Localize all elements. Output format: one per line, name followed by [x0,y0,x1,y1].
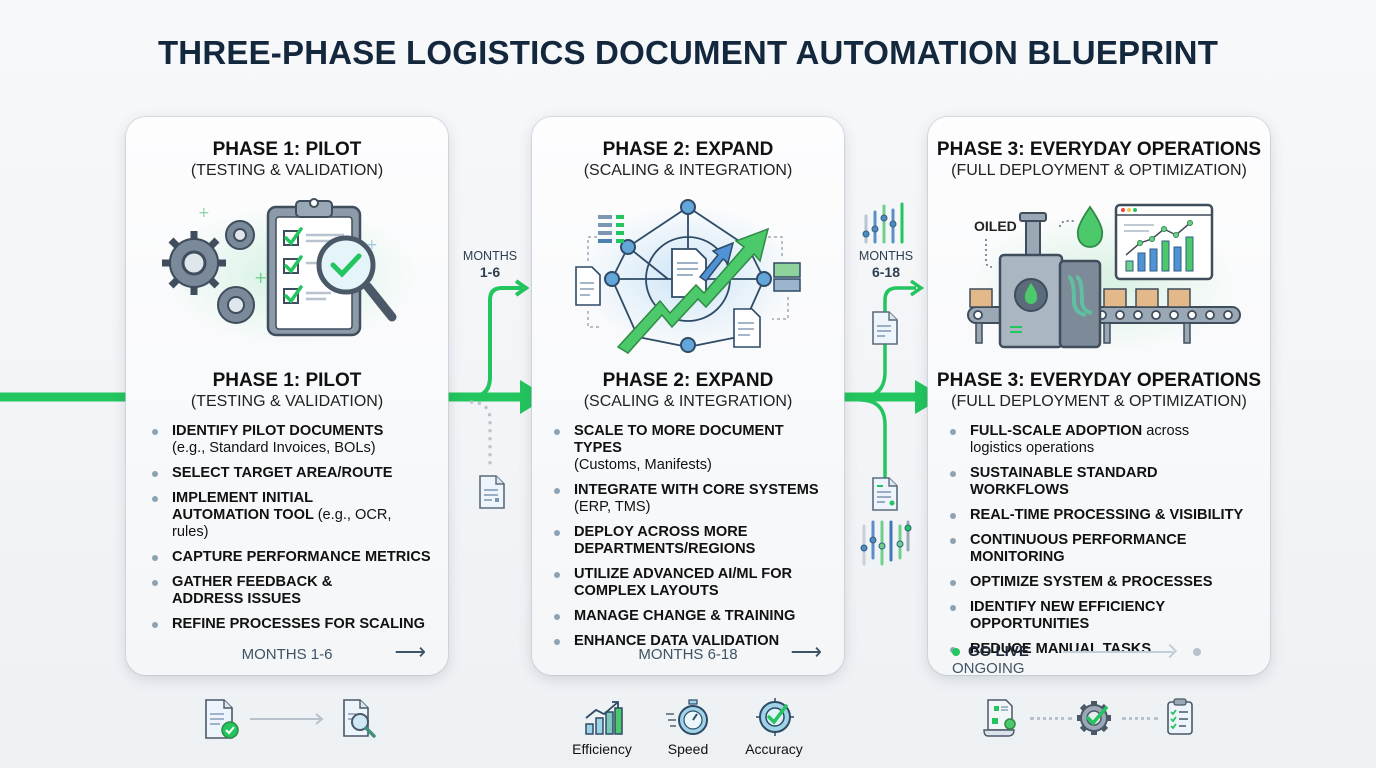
metric-speed-label: Speed [667,741,709,757]
bullet-item: SCALE TO MORE DOCUMENT TYPES(Customs, Ma… [552,423,834,474]
bullet-item: REFINE PROCESSES FOR SCALING [150,616,438,633]
arrow-right-icon: ⟶ [394,639,426,664]
svg-text:OILED: OILED [974,218,1017,234]
document-settings-icon [983,699,1016,737]
phase-1-title-repeat: PHASE 1: PILOT [212,370,362,391]
bullet-item: REAL-TIME PROCESSING & VISIBILITY [948,507,1260,524]
svg-text:+: + [366,237,378,253]
svg-text:+: + [254,268,267,287]
phase-3-subtitle-repeat: (FULL DEPLOYMENT & OPTIMIZATION) [951,393,1247,410]
bullet-item: UTILIZE ADVANCED AI/ML FOR COMPLEX LAYOU… [552,566,804,600]
document-icon [872,477,898,511]
metric-efficiency-label: Efficiency [572,741,632,757]
phase-3-card: PHASE 3: EVERYDAY OPERATIONS (FULL DEPLO… [928,117,1270,677]
phase-3-title: PHASE 3: EVERYDAY OPERATIONS [936,139,1262,160]
phase-3-title-repeat: PHASE 3: EVERYDAY OPERATIONS [936,370,1262,391]
bullet-item: IMPLEMENT INITIAL AUTOMATION TOOL (e.g.,… [150,490,402,541]
dotted-connector [1122,717,1158,720]
bullet-item: DEPLOY ACROSS MORE DEPARTMENTS/REGIONS [552,524,774,558]
arrow-right-icon [250,713,324,725]
bullet-item: IDENTIFY NEW EFFICIENCY OPPORTUNITIES [948,599,1190,633]
metric-accuracy-label: Accuracy [745,741,803,757]
phase-2-title: PHASE 2: EXPAND [602,139,774,160]
phase-1-duration: MONTHS 1-6 [241,646,333,663]
accuracy-target-icon [756,698,794,736]
phase-2-duration: MONTHS 6-18 [638,646,738,663]
phase-2-title-repeat: PHASE 2: EXPAND [602,370,774,391]
phase-3-bullets: FULL-SCALE ADOPTION across logistics ope… [948,423,1260,666]
bullet-item: FULL-SCALE ADOPTION across logistics ope… [948,423,1210,457]
phase-3-timeline: GO LIVE ONGOING [952,643,1250,677]
speed-stopwatch-icon [666,699,708,735]
bullet-item: IDENTIFY PILOT DOCUMENTS(e.g., Standard … [150,423,438,457]
bullet-item: SUSTAINABLE STANDARD WORKFLOWS [948,465,1260,499]
bullet-item: CONTINUOUS PERFORMANCE MONITORING [948,532,1200,566]
bullet-item: INTEGRATE WITH CORE SYSTEMS(ERP, TMS) [552,482,834,516]
bullet-item: GATHER FEEDBACK & ADDRESS ISSUES [150,574,392,608]
clipboard-checklist-icon [1167,698,1193,735]
gears-clipboard-magnifier-icon: + + + [161,198,421,345]
phase-1-subtitle-repeat: (TESTING & VALIDATION) [190,393,384,410]
phase-2-subtitle-repeat: (SCALING & INTEGRATION) [583,393,793,410]
gear-check-icon [1077,701,1111,735]
document-search-icon [343,699,376,738]
document-check-icon [205,699,239,739]
document-icon [479,475,505,509]
phase-2-subtitle: (SCALING & INTEGRATION) [583,162,793,179]
slider-bars-icon [860,520,912,566]
bullet-item: OPTIMIZE SYSTEM & PROCESSES [948,574,1260,591]
bullet-item: SELECT TARGET AREA/ROUTE [150,465,438,482]
oiled-machine-conveyor-dashboard-icon: OILED [967,203,1241,353]
document-icon [872,311,898,345]
go-live-dot [952,648,960,657]
phase-2-card: PHASE 2: EXPAND (SCALING & INTEGRATION) [532,117,844,675]
timeline-arrow-icon [1063,643,1178,659]
phase-1-title: PHASE 1: PILOT [212,139,362,160]
page-title: THREE-PHASE LOGISTICS DOCUMENT AUTOMATIO… [157,34,1219,71]
phase-3-subtitle: (FULL DEPLOYMENT & OPTIMIZATION) [951,162,1247,179]
efficiency-icon [585,701,623,735]
network-growth-arrow-icon [575,199,801,354]
connector-2-label: MONTHS 6-18 [858,249,914,280]
bullet-item: ENHANCE DATA VALIDATION [552,633,834,650]
ongoing-label: ONGOING [952,660,1025,677]
phase-1-card: PHASE 1: PILOT (TESTING & VALIDATION) ++… [126,117,448,675]
bullet-item: MANAGE CHANGE & TRAINING [552,608,834,625]
dotted-connector [1030,717,1072,720]
phase-2-bullets: SCALE TO MORE DOCUMENT TYPES(Customs, Ma… [552,423,834,658]
phase-1-bullets: IDENTIFY PILOT DOCUMENTS(e.g., Standard … [150,423,438,641]
arrow-right-icon: ⟶ [790,639,822,664]
connector-1-label: MONTHS 1-6 [462,249,518,280]
bullet-item: CAPTURE PERFORMANCE METRICS [150,549,438,566]
ongoing-dot [1193,648,1202,657]
go-live-label: GO LIVE [968,643,1029,660]
phase-1-subtitle: (TESTING & VALIDATION) [190,162,384,179]
slider-bars-icon [862,202,904,244]
svg-text:+: + [198,205,210,221]
